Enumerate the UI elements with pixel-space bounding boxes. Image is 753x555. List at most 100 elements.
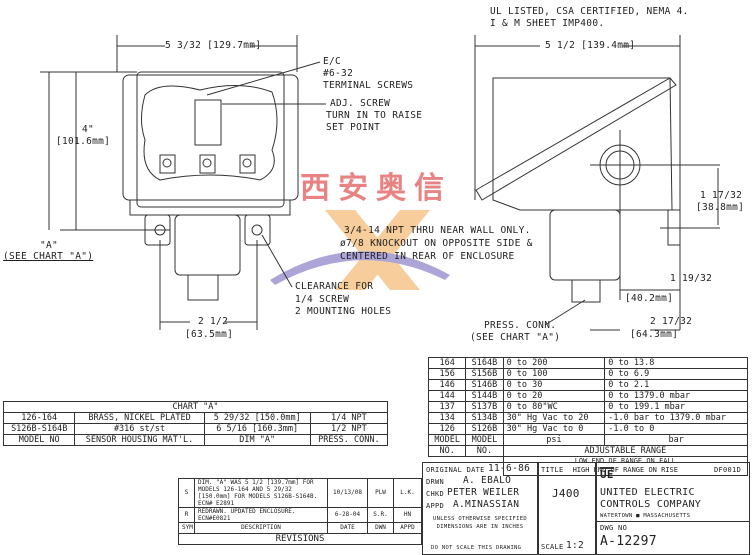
dim-3-mm: [64.3mm] [630, 329, 679, 340]
table-cell: 134 [427, 412, 467, 424]
ue-logo: UE [600, 467, 614, 481]
dim-2-mm: [40.2mm] [625, 293, 674, 304]
table-cell: 126 [427, 423, 467, 435]
revision-dwn: S.R. [367, 507, 394, 523]
rev-header-desc: DESCRIPTION [194, 522, 328, 534]
chart-a-title: CHART "A" [3, 401, 388, 413]
callout-screw: 1/4 SCREW [295, 294, 350, 305]
rev-header-sym: SYM [178, 522, 195, 534]
revision-date: 6-28-04 [327, 507, 368, 523]
revision-appd: HN [393, 507, 422, 523]
original-date: 11-6-86 [488, 463, 531, 474]
dim-3: 2 17/32 [650, 316, 693, 327]
side-width-dim: 5 1/2 [139.4mm] [545, 40, 636, 51]
drwn-name: A. EBALO [463, 475, 512, 486]
table-cell: S164B [465, 357, 504, 369]
side-view [474, 35, 720, 331]
company-location: WATERTOWN ■ MASSACHUSETTS [600, 513, 691, 519]
table-cell: 30" Hg Vac to 0 [502, 423, 606, 435]
header-no: NO. [427, 445, 467, 457]
revision-desc: DIM. "A" WAS 5 1/2 [139.7mm] FOR MODELS … [194, 478, 328, 508]
table-cell: 30" Hg Vac to 20 [502, 412, 606, 424]
table-cell: 146 [427, 379, 467, 391]
table-cell: 164 [427, 357, 467, 369]
title-box: TITLE J400 SCALE 1:2 [537, 462, 597, 555]
title-label: TITLE [541, 466, 564, 474]
callout-ec: E/C [323, 56, 342, 67]
no-scale-note: DO NOT SCALE THIS DRAWING [431, 545, 522, 551]
table-cell: 0 to 2.1 [604, 379, 748, 391]
callout-screw-size: #6-32 [323, 68, 354, 79]
revisions-title: REVISIONS [178, 533, 422, 545]
dwg-no-label: DWG NO [600, 524, 628, 532]
table-cell: BRASS, NICKEL PLATED [74, 412, 205, 424]
table-cell: S144B [465, 390, 504, 402]
table-cell: S137B [465, 401, 504, 413]
dimensions-note: UNLESS OTHERWISE SPECIFIED DIMENSIONS AR… [433, 516, 527, 530]
table-cell: 0 to 6.9 [604, 368, 748, 380]
callout-mounting-holes: 2 MOUNTING HOLES [295, 306, 392, 317]
callout-adj-screw: ADJ. SCREW [330, 98, 391, 109]
revision-dwn: PLW [367, 478, 394, 508]
table-cell: 0 to 199.1 mbar [604, 401, 748, 413]
adjustable-range: ADJUSTABLE RANGE [502, 445, 749, 457]
revision-appd: L.K. [393, 478, 422, 508]
rev-header-dwn: DWN [367, 522, 394, 534]
table-cell: 0 to 80"WC [502, 401, 606, 413]
table-cell: 0 to 13.8 [604, 357, 748, 369]
table-cell: 0 to 30 [502, 379, 606, 391]
callout-turn-in: TURN IN TO RAISE [326, 110, 423, 121]
base-dim-mm: [63.5mm] [185, 329, 234, 340]
callout-set-point: SET POINT [326, 122, 381, 133]
company-name-2: CONTROLS COMPANY [600, 499, 702, 510]
company-block: UE DF001D UNITED ELECTRIC CONTROLS COMPA… [595, 462, 750, 555]
table-cell: 0 to 20 [502, 390, 606, 402]
base-dim: 2 1/2 [198, 316, 229, 327]
table-cell: S134B [465, 412, 504, 424]
revision-desc: REDRAWN. UPDATED ENCLOSURE. ECN#E0821 [194, 507, 328, 523]
rev-header-appd: APPD [393, 522, 422, 534]
front-width-dim: 5 3/32 [129.7mm] [165, 40, 262, 51]
drawing-title: J400 [552, 487, 580, 500]
callout-clearance: CLEARANCE FOR [295, 281, 374, 292]
table-cell: 126-164 [2, 412, 76, 424]
unit-psi: psi [502, 434, 606, 446]
table-cell: S126B-S164B [2, 423, 76, 435]
chart-a-header: SENSOR HOUSING MAT'L. [74, 434, 205, 446]
note-low: LOW END OF RANGE ON FALL [574, 457, 676, 465]
table-cell: 1/4 NPT [309, 412, 389, 424]
dim-2: 1 19/32 [670, 273, 713, 284]
callout-knockout: ø7/8 KNOCKOUT ON OPPOSITE SIDE & [340, 238, 533, 249]
company-name-1: UNITED ELECTRIC [600, 487, 695, 498]
chkd-name: PETER WEILER [447, 487, 520, 498]
front-height-dim-mm: [101.6mm] [56, 136, 111, 147]
appd-label: APPD [426, 502, 445, 510]
scale-label: SCALE [541, 543, 564, 551]
table-cell: 137 [427, 401, 467, 413]
chart-a-header: PRESS. CONN. [309, 434, 389, 446]
table-cell: 1/2 NPT [309, 423, 389, 435]
table-cell: S146B [465, 379, 504, 391]
callout-centered: CENTERED IN REAR OF ENCLOSURE [340, 251, 515, 262]
chkd-label: CHKD [426, 490, 445, 498]
scale-value: 1:2 [566, 540, 585, 551]
table-cell: 0 to 1379.0 mbar [604, 390, 748, 402]
table-cell: 5 29/32 [150.0mm] [203, 412, 311, 424]
table-cell: 0 to 100 [502, 368, 606, 380]
dwg-no: A-12297 [600, 534, 657, 549]
original-date-label: ORIGINAL DATE [426, 466, 485, 474]
dim-1: 1 17/32 [700, 190, 743, 201]
dim-a-ref: (SEE CHART "A") [3, 251, 94, 262]
